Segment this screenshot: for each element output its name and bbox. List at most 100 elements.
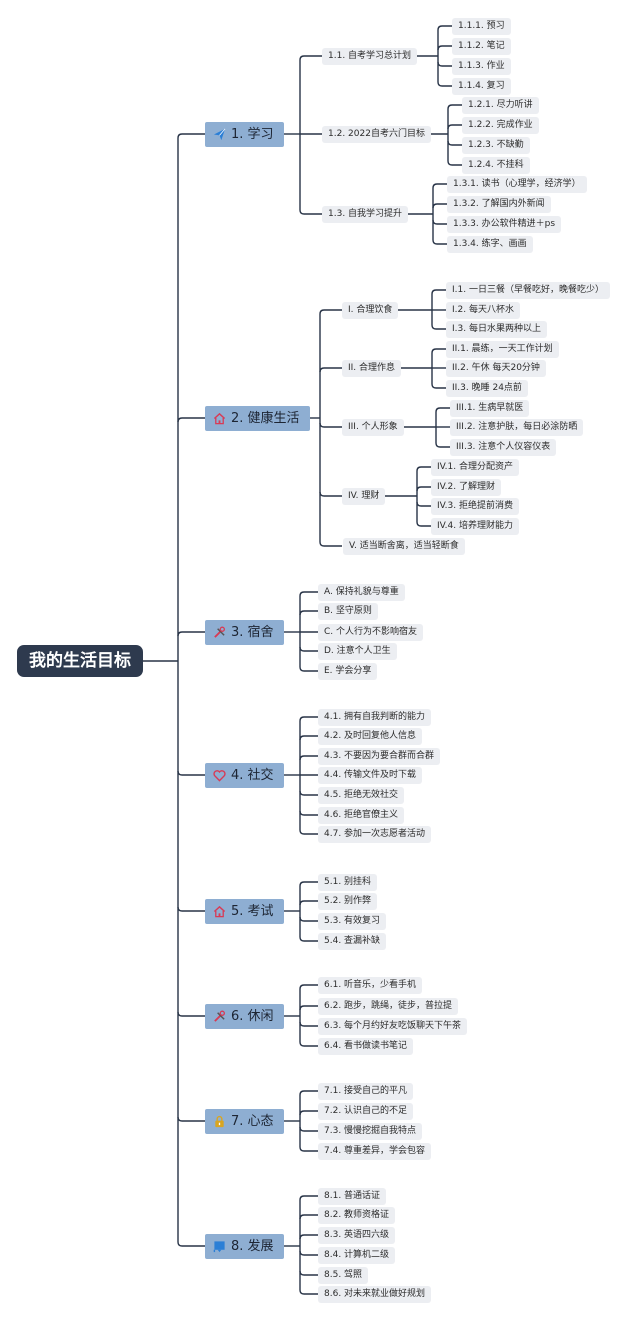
subtopic-2-3-1[interactable]: III.1. 生病早就医 [450, 399, 530, 417]
topic-2-4[interactable]: IV. 理财 [342, 487, 386, 505]
topic-5-3[interactable]: 5.3. 有效复习 [318, 912, 387, 930]
topic-7-4[interactable]: 7.4. 尊重差异，学会包容 [318, 1142, 432, 1160]
topic-2-3[interactable]: III. 个人形象 [342, 418, 404, 436]
topic-2-2[interactable]: II. 合理作息 [342, 359, 402, 377]
subtopic-1-2-1[interactable]: 1.2.1. 尽力听讲 [462, 96, 539, 114]
connector-line [319, 309, 342, 315]
topic-6-2-label: 6.2. 跑步，跳绳，徒步，普拉提 [324, 1000, 453, 1011]
subtopic-2-2-2[interactable]: II.2. 午休 每天20分钟 [446, 359, 546, 377]
branch-3[interactable]: 3. 宿舍 [205, 619, 284, 645]
topic-8-1-label: 8.1. 普通话证 [324, 1190, 381, 1201]
subtopic-2-1-2[interactable]: I.2. 每天八杯水 [446, 301, 520, 319]
subtopic-2-3-1-label: III.1. 生病早就医 [456, 402, 524, 413]
topic-4-5-label: 4.5. 拒绝无效社交 [324, 789, 399, 800]
subtopic-2-4-1[interactable]: IV.1. 合理分配资产 [431, 458, 519, 476]
topic-6-1[interactable]: 6.1. 听音乐，少看手机 [318, 976, 423, 994]
topic-8-3-label: 8.3. 英语四六级 [324, 1229, 390, 1240]
subtopic-1-1-3[interactable]: 1.1.3. 作业 [452, 57, 511, 75]
topic-4-6[interactable]: 4.6. 拒绝官僚主义 [318, 806, 405, 824]
topic-8-5[interactable]: 8.5. 驾照 [318, 1266, 369, 1284]
branch-8[interactable]: 8. 发展 [205, 1233, 284, 1259]
subtopic-2-2-3[interactable]: II.3. 晚睡 24点前 [446, 379, 528, 397]
topic-4-7[interactable]: 4.7. 参加一次志愿者活动 [318, 825, 432, 843]
connector-line [319, 422, 342, 428]
subtopic-1-3-4[interactable]: 1.3.4. 练字、画画 [447, 235, 533, 253]
branch-1[interactable]: 1. 学习 [205, 121, 284, 147]
branch-2[interactable]: 2. 健康生活 [205, 405, 310, 431]
subtopic-1-1-4[interactable]: 1.1.4. 复习 [452, 77, 511, 95]
topic-7-3[interactable]: 7.3. 慢慢挖掘自我特点 [318, 1122, 423, 1140]
subtopic-1-2-2[interactable]: 1.2.2. 完成作业 [462, 116, 539, 134]
branch-7-label: 7. 心态 [231, 1113, 274, 1129]
subtopic-1-3-3[interactable]: 1.3.3. 办公软件精进＋ps [447, 215, 562, 233]
topic-4-2[interactable]: 4.2. 及时回复他人信息 [318, 727, 423, 745]
subtopic-1-2-3[interactable]: 1.2.3. 不缺勤 [462, 136, 530, 154]
topic-3-4-label: D. 注意个人卫生 [324, 645, 391, 656]
topic-3-5[interactable]: E. 学会分享 [318, 662, 378, 680]
topic-8-1[interactable]: 8.1. 普通话证 [318, 1187, 387, 1205]
subtopic-1-1-1[interactable]: 1.1.1. 预习 [452, 17, 511, 35]
topic-8-6[interactable]: 8.6. 对未来就业做好规划 [318, 1285, 432, 1303]
topic-8-3[interactable]: 8.3. 英语四六级 [318, 1226, 396, 1244]
topic-1-2[interactable]: 1.2. 2022自考六门目标 [322, 125, 431, 143]
subtopic-1-3-1-label: 1.3.1. 读书（心理学，经济学） [453, 178, 581, 189]
topic-3-4[interactable]: D. 注意个人卫生 [318, 642, 397, 660]
topic-7-1[interactable]: 7.1. 接受自己的平凡 [318, 1082, 414, 1100]
subtopic-2-4-2-label: IV.2. 了解理财 [437, 481, 495, 492]
branch-5[interactable]: 5. 考试 [205, 898, 284, 924]
topic-5-1[interactable]: 5.1. 别挂科 [318, 873, 378, 891]
subtopic-1-3-1[interactable]: 1.3.1. 读书（心理学，经济学） [447, 175, 587, 193]
subtopic-2-4-3[interactable]: IV.3. 拒绝提前消费 [431, 497, 519, 515]
connector-line [435, 407, 450, 413]
topic-7-2[interactable]: 7.2. 认识自己的不足 [318, 1102, 414, 1120]
topic-4-3[interactable]: 4.3. 不要因为要合群而合群 [318, 747, 441, 765]
topic-3-3[interactable]: C. 个人行为不影响宿友 [318, 623, 424, 641]
root-topic[interactable]: 我的生活目标 [17, 645, 143, 677]
topic-2-1[interactable]: I. 合理饮食 [342, 301, 399, 319]
branch-3-label: 3. 宿舍 [231, 624, 274, 640]
connector-line [432, 239, 447, 245]
topic-6-3[interactable]: 6.3. 每个月约好友吃饭聊天下午茶 [318, 1017, 468, 1035]
topic-5-2[interactable]: 5.2. 别作弊 [318, 892, 378, 910]
subtopic-2-2-1[interactable]: II.1. 晨练，一天工作计划 [446, 340, 559, 358]
topic-4-5[interactable]: 4.5. 拒绝无效社交 [318, 786, 405, 804]
branch-4[interactable]: 4. 社交 [205, 762, 284, 788]
topic-8-2[interactable]: 8.2. 教师资格证 [318, 1206, 396, 1224]
tools-icon [213, 626, 226, 639]
subtopic-1-3-2[interactable]: 1.3.2. 了解国内外新闻 [447, 195, 551, 213]
branch-7[interactable]: 7. 心态 [205, 1108, 284, 1134]
connector-line [437, 25, 452, 31]
connector-line [177, 906, 205, 912]
topic-1-3[interactable]: 1.3. 自我学习提升 [322, 205, 409, 223]
subtopic-1-1-2[interactable]: 1.1.2. 笔记 [452, 37, 511, 55]
connector-line [432, 203, 447, 209]
connector-line [319, 367, 342, 373]
topic-6-2[interactable]: 6.2. 跑步，跳绳，徒步，普拉提 [318, 997, 459, 1015]
subtopic-2-4-4[interactable]: IV.4. 培养理财能力 [431, 517, 519, 535]
subtopic-2-3-2[interactable]: III.2. 注意护肤，每日必涂防晒 [450, 418, 584, 436]
branch-6[interactable]: 6. 休闲 [205, 1003, 284, 1029]
topic-4-4[interactable]: 4.4. 传输文件及时下载 [318, 766, 423, 784]
subtopic-1-2-4[interactable]: 1.2.4. 不挂科 [462, 156, 530, 174]
subtopic-2-3-3[interactable]: III.3. 注意个人仪容仪表 [450, 438, 557, 456]
topic-5-4[interactable]: 5.4. 查漏补缺 [318, 932, 387, 950]
topic-2-5[interactable]: V. 适当断舍离，适当轻断食 [343, 537, 465, 555]
topic-3-1[interactable]: A. 保持礼貌与尊重 [318, 583, 405, 601]
subtopic-2-1-1[interactable]: I.1. 一日三餐（早餐吃好，晚餐吃少） [446, 281, 610, 299]
connector-line [299, 1250, 318, 1256]
connector-line [299, 810, 318, 816]
subtopic-1-2-1-label: 1.2.1. 尽力听讲 [468, 99, 533, 110]
subtopic-2-4-2[interactable]: IV.2. 了解理财 [431, 478, 501, 496]
topic-6-4[interactable]: 6.4. 看书做读书笔记 [318, 1037, 414, 1055]
topic-3-2[interactable]: B. 坚守原则 [318, 602, 378, 620]
topic-1-1[interactable]: 1.1. 自考学习总计划 [322, 47, 418, 65]
subtopic-1-3-2-label: 1.3.2. 了解国内外新闻 [453, 198, 545, 209]
topic-4-1[interactable]: 4.1. 拥有自我判断的能力 [318, 708, 432, 726]
connector-line [299, 916, 318, 922]
topic-8-4[interactable]: 8.4. 计算机二级 [318, 1246, 396, 1264]
subtopic-2-2-3-label: II.3. 晚睡 24点前 [452, 382, 522, 393]
topic-8-4-label: 8.4. 计算机二级 [324, 1249, 390, 1260]
connector-line [416, 486, 431, 492]
subtopic-2-1-3[interactable]: I.3. 每日水果两种以上 [446, 320, 547, 338]
